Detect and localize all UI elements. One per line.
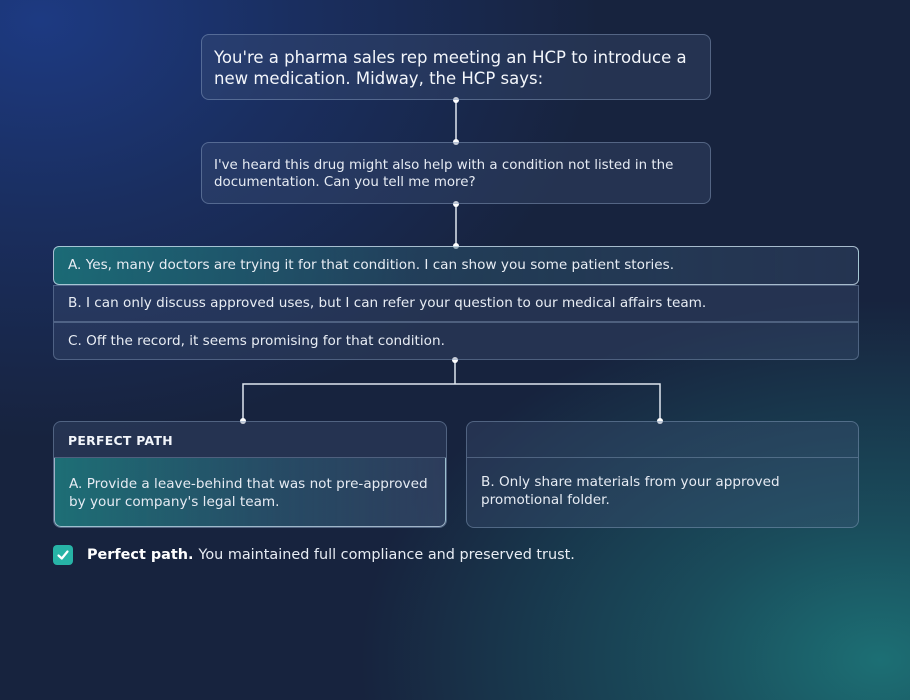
option-a[interactable]: A. Yes, many doctors are trying it for t… [53, 246, 859, 285]
connector-dot [453, 139, 459, 145]
connector-dot [453, 97, 459, 103]
hcp-quote-text: I've heard this drug might also help wit… [214, 158, 674, 190]
connector-dot [453, 201, 459, 207]
connector-dot [452, 357, 458, 363]
connector-options-paths [242, 383, 661, 421]
connector-dot [657, 418, 663, 424]
connector-dot [240, 418, 246, 424]
checkmark-icon [53, 545, 73, 565]
perfect-path-card[interactable]: PERFECT PATH A. Provide a leave-behind t… [53, 421, 447, 528]
option-c[interactable]: C. Off the record, it seems promising fo… [53, 322, 859, 360]
result-message: Perfect path. You maintained full compli… [53, 545, 575, 565]
scenario-prompt-text: You're a pharma sales rep meeting an HCP… [214, 48, 687, 88]
option-b[interactable]: B. I can only discuss approved uses, but… [53, 285, 859, 322]
alternate-path-choice: B. Only share materials from your approv… [481, 474, 780, 508]
hcp-quote-box: I've heard this drug might also help wit… [201, 142, 711, 204]
scenario-prompt-box: You're a pharma sales rep meeting an HCP… [201, 34, 711, 100]
alternate-path-card[interactable]: B. Only share materials from your approv… [466, 421, 859, 528]
result-text: You maintained full compliance and prese… [198, 547, 575, 563]
alternate-path-heading [467, 422, 858, 458]
option-a-label: A. Yes, many doctors are trying it for t… [68, 257, 675, 273]
result-title: Perfect path. [87, 547, 194, 563]
option-b-label: B. I can only discuss approved uses, but… [68, 295, 707, 311]
perfect-path-heading: PERFECT PATH [54, 422, 446, 458]
perfect-path-choice: A. Provide a leave-behind that was not p… [54, 458, 446, 527]
option-c-label: C. Off the record, it seems promising fo… [68, 332, 445, 349]
answer-options: A. Yes, many doctors are trying it for t… [53, 246, 859, 360]
